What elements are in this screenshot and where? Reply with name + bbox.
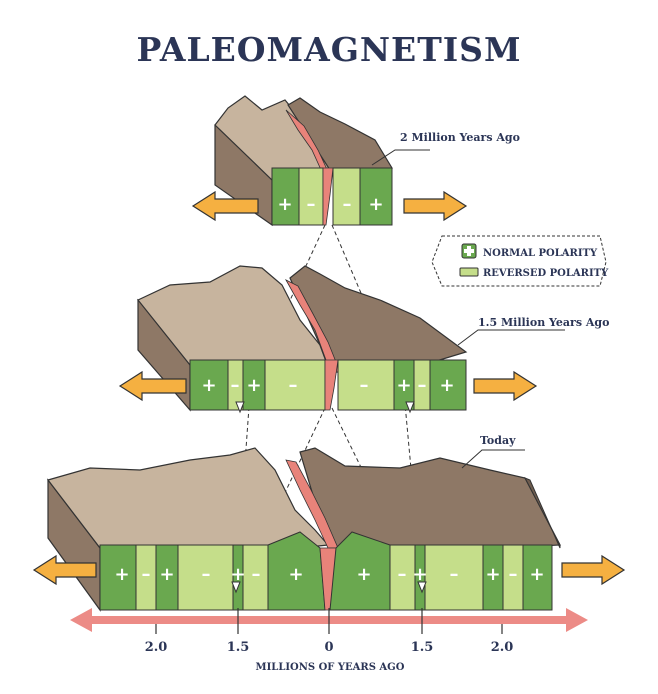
page-title: PALEOMAGNETISM xyxy=(136,30,522,69)
polarity-mark: – xyxy=(418,375,427,396)
polarity-mark: + xyxy=(368,194,383,215)
polarity-mark: + xyxy=(246,375,261,396)
axis-tick-label: 0 xyxy=(324,640,333,655)
polarity-mark: + xyxy=(277,194,292,215)
spreading-arrow-left xyxy=(32,554,97,586)
polarity-mark: + xyxy=(230,564,245,585)
spreading-arrow-right xyxy=(561,554,626,586)
stage-label: 2 Million Years Ago xyxy=(400,131,520,144)
polarity-mark: – xyxy=(509,564,518,585)
time-axis: 2.0 1.5 0 1.5 2.0 MILLIONS OF YEARS AGO xyxy=(70,608,588,673)
axis-tick-label: 1.5 xyxy=(227,640,250,655)
polarity-mark: – xyxy=(343,194,352,215)
legend: NORMAL POLARITY REVERSED POLARITY xyxy=(431,235,609,287)
stage-label: Today xyxy=(480,434,516,447)
polarity-mark: + xyxy=(396,375,411,396)
polarity-mark: – xyxy=(142,564,151,585)
polarity-mark: + xyxy=(439,375,454,396)
arrowhead-icon xyxy=(235,401,245,414)
plus-icon xyxy=(461,243,477,259)
polarity-mark: – xyxy=(450,564,459,585)
arrowhead-icon xyxy=(231,581,241,594)
axis-tick-label: 2.0 xyxy=(145,640,168,655)
polarity-mark: – xyxy=(398,564,407,585)
legend-normal: NORMAL POLARITY xyxy=(483,248,598,259)
polarity-mark: + xyxy=(288,564,303,585)
arrowhead-icon xyxy=(405,401,415,414)
legend-reversed: REVERSED POLARITY xyxy=(483,268,609,279)
axis-label: MILLIONS OF YEARS AGO xyxy=(256,662,405,673)
spreading-arrow-right xyxy=(403,190,468,222)
polarity-mark: + xyxy=(356,564,371,585)
spreading-arrow-left xyxy=(118,370,187,402)
stage-1-5-million-years: + – + – – + – + 1.5 Million Years Ago xyxy=(118,265,609,412)
polarity-mark: + xyxy=(485,564,500,585)
stage-2-million-years: + – – + 2 Million Years Ago xyxy=(191,95,520,227)
polarity-mark: + xyxy=(201,375,216,396)
polarity-mark: + xyxy=(412,564,427,585)
polarity-mark: – xyxy=(289,375,298,396)
polarity-mark: – xyxy=(307,194,316,215)
polarity-mark: + xyxy=(114,564,129,585)
axis-tick-label: 1.5 xyxy=(411,640,434,655)
axis-tick-label: 2.0 xyxy=(491,640,514,655)
stage-label: 1.5 Million Years Ago xyxy=(478,316,609,329)
minus-icon xyxy=(459,267,479,277)
polarity-mark: + xyxy=(529,564,544,585)
stage-today: + – + – + – + + – + – + – + Today xyxy=(32,401,626,612)
polarity-mark: – xyxy=(360,375,369,396)
polarity-mark: – xyxy=(231,375,240,396)
polarity-mark: + xyxy=(159,564,174,585)
spreading-arrow-right xyxy=(473,370,538,402)
polarity-mark: – xyxy=(252,564,261,585)
polarity-mark: – xyxy=(202,564,211,585)
arrowhead-icon xyxy=(417,581,427,594)
spreading-arrow-left xyxy=(191,190,259,222)
